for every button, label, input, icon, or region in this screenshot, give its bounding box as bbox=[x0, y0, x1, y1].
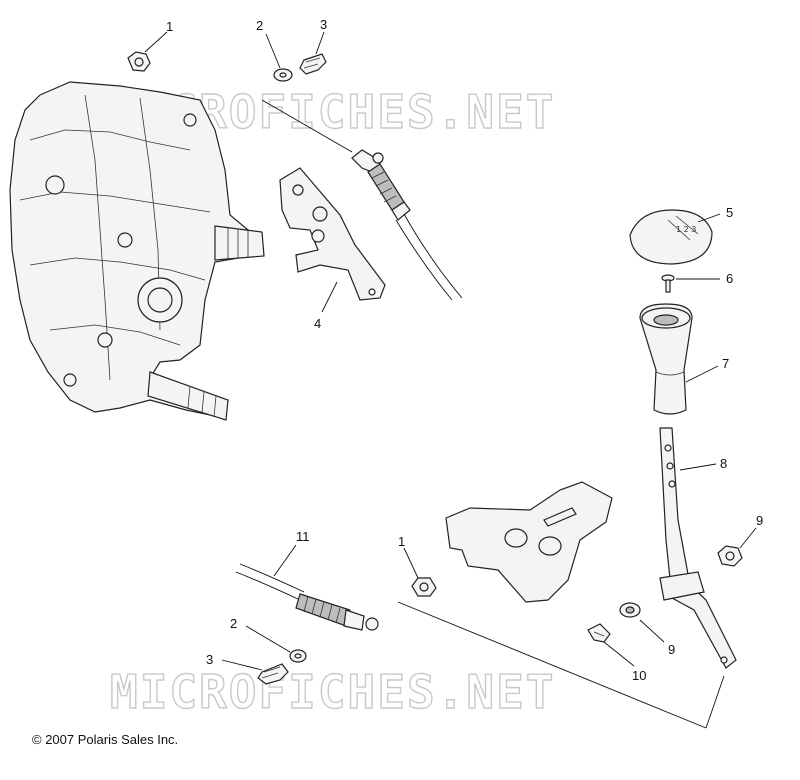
copyright-notice: © 2007 Polaris Sales Inc. bbox=[32, 732, 179, 747]
clip-lower bbox=[587, 623, 611, 643]
shift-cable-top bbox=[351, 149, 463, 301]
callout-2-top: 2 bbox=[256, 18, 263, 33]
washer-lower bbox=[619, 602, 641, 618]
nut-bottom bbox=[411, 577, 437, 597]
shift-lever bbox=[659, 427, 737, 669]
nut-right bbox=[717, 545, 743, 567]
shift-knob: 1 2 3 bbox=[629, 209, 713, 265]
shift-boot bbox=[639, 303, 693, 415]
callout-9-right: 9 bbox=[756, 513, 763, 528]
transmission-assembly bbox=[9, 81, 265, 421]
callout-9-bottom: 9 bbox=[668, 642, 675, 657]
screw bbox=[661, 274, 675, 293]
callout-11: 11 bbox=[296, 529, 310, 544]
washer-top bbox=[273, 68, 293, 82]
svg-text:1 2 3: 1 2 3 bbox=[676, 225, 696, 234]
callout-10: 10 bbox=[632, 668, 646, 683]
callout-1-top: 1 bbox=[166, 19, 173, 34]
clip-top bbox=[299, 53, 327, 75]
callout-1-bottom: 1 bbox=[398, 534, 405, 549]
shift-cable-bottom bbox=[235, 563, 379, 631]
callout-8: 8 bbox=[720, 456, 727, 471]
callout-2-bottom: 2 bbox=[230, 616, 237, 631]
bracket-top bbox=[279, 167, 386, 301]
callout-3-top: 3 bbox=[320, 17, 327, 32]
callout-3-bottom: 3 bbox=[206, 652, 213, 667]
callout-4: 4 bbox=[314, 316, 321, 331]
callout-7: 7 bbox=[722, 356, 729, 371]
washer-bottom bbox=[289, 649, 307, 663]
callout-5: 5 bbox=[726, 205, 733, 220]
watermark-bottom: MICROFICHES.NET bbox=[110, 665, 555, 719]
callout-6: 6 bbox=[726, 271, 733, 286]
clip-bottom bbox=[257, 663, 289, 685]
nut-top bbox=[127, 51, 151, 72]
bracket-bottom bbox=[445, 481, 613, 603]
